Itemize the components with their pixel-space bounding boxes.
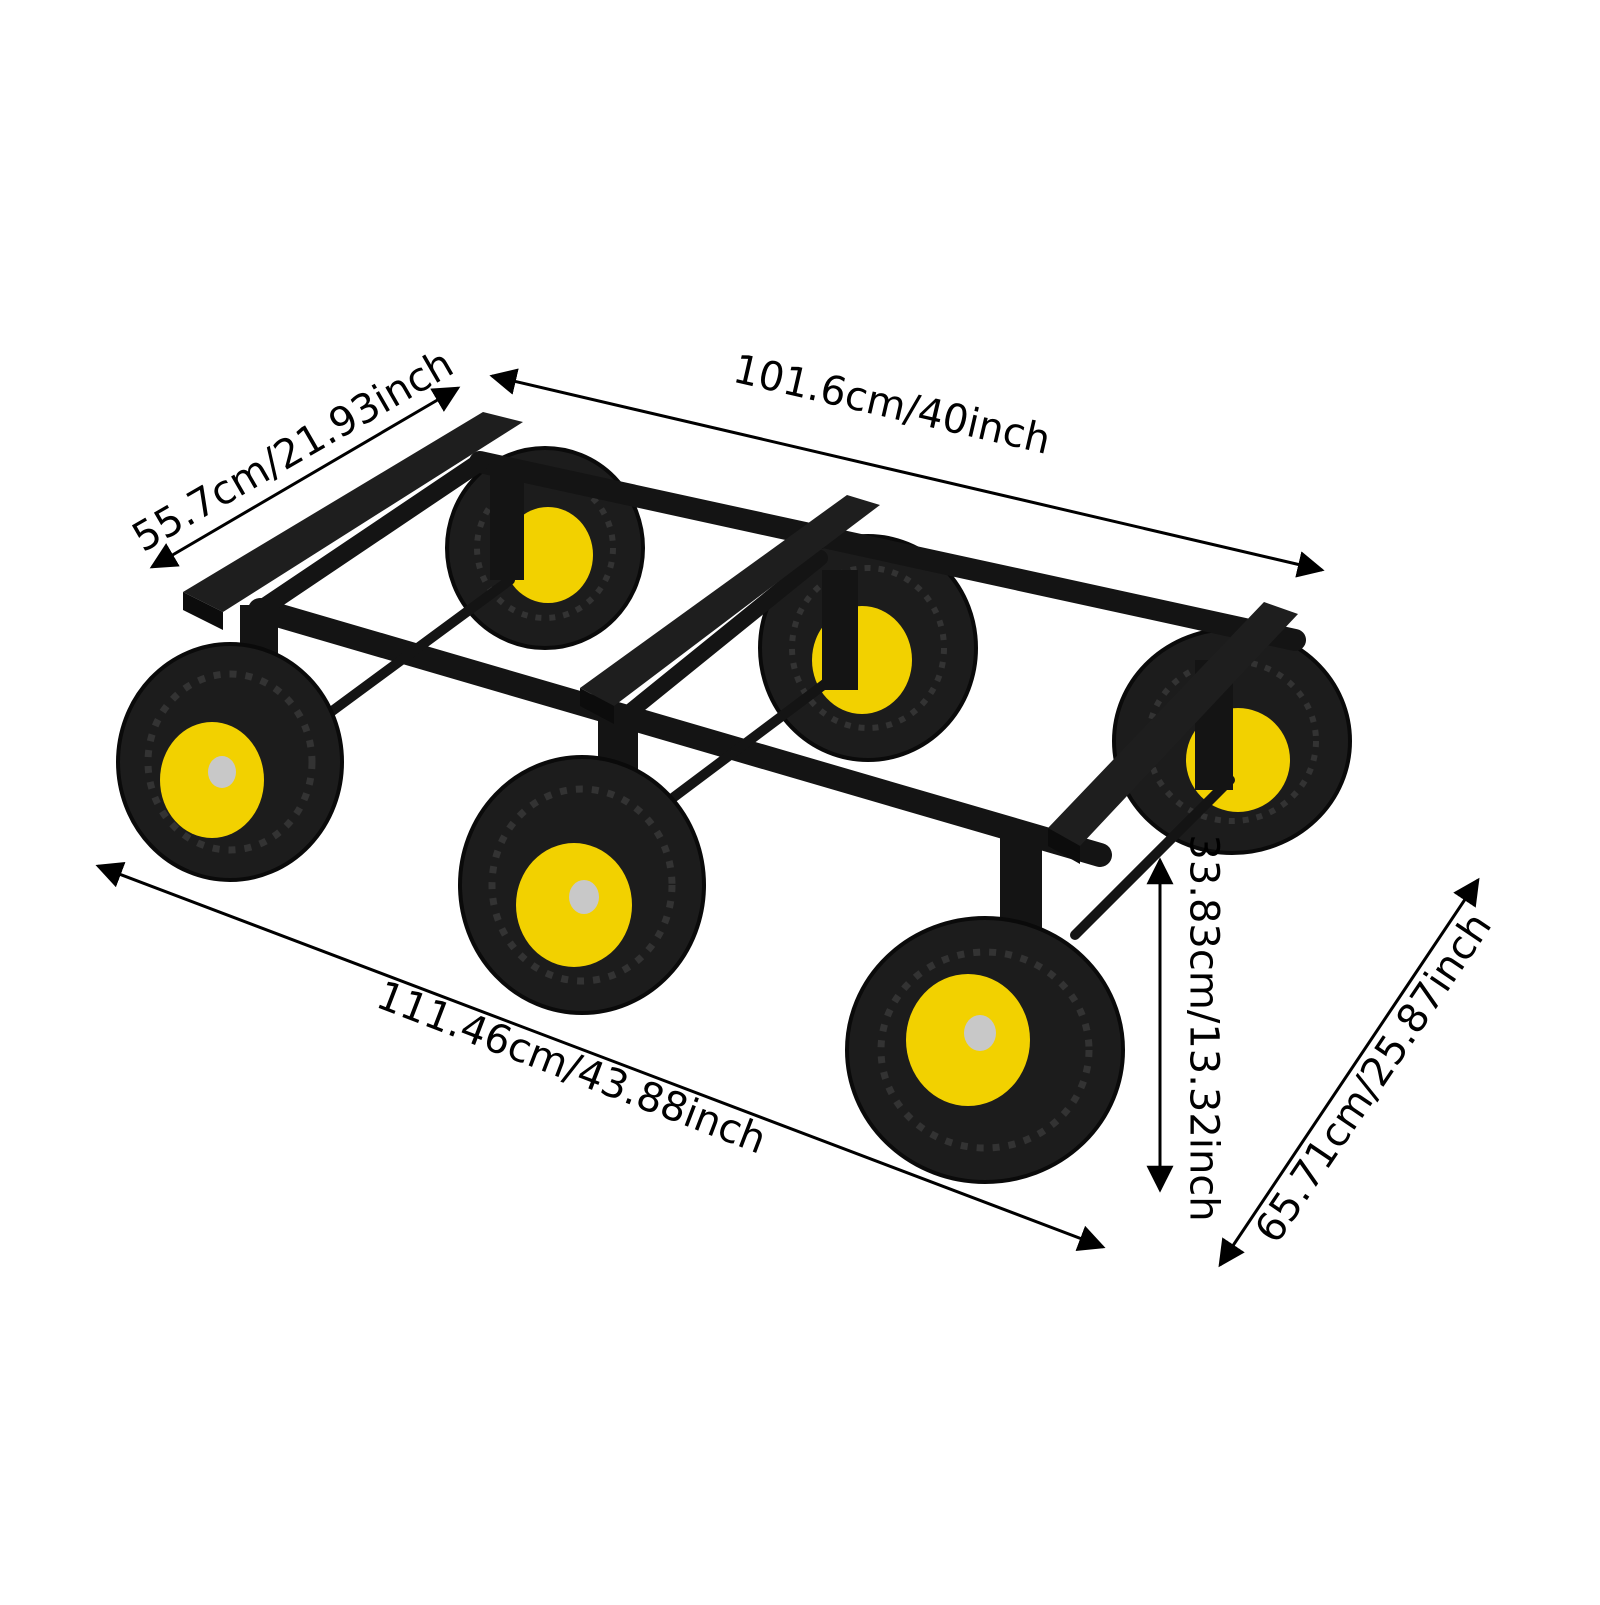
width-short-arrow (149, 386, 461, 569)
wheel-back-middle (758, 534, 978, 762)
length-top-arrow (489, 368, 1325, 578)
wheel-front-right (845, 916, 1125, 1184)
width-overall-arrow (1218, 877, 1480, 1268)
dimension-height: 33.83cm/13.32inch (1180, 834, 1227, 1222)
length-overall-arrow (95, 861, 1106, 1252)
deck-boards (183, 412, 1298, 864)
wheel-front-middle (458, 755, 706, 1015)
wheel-front-left (116, 642, 344, 882)
